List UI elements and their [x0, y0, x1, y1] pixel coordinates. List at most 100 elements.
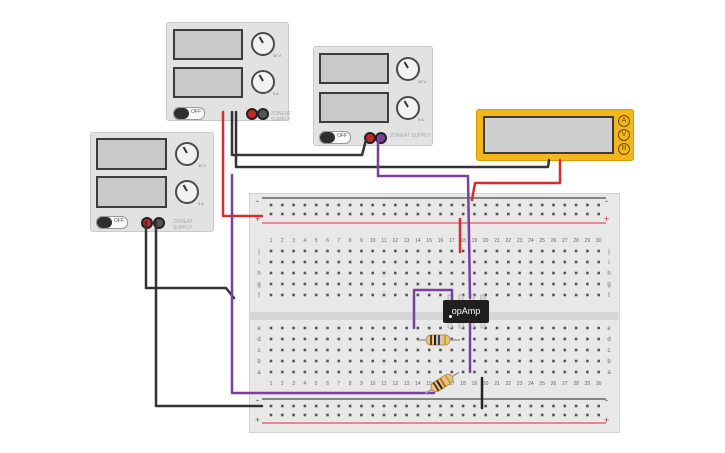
hole — [326, 370, 329, 374]
rail-hole — [461, 203, 465, 207]
power-toggle-icon[interactable]: OFF — [96, 216, 128, 229]
voltage-knob-icon[interactable] — [251, 32, 275, 56]
current-knob-icon[interactable] — [251, 70, 275, 94]
rail-hole — [450, 413, 454, 417]
rail-hole — [382, 203, 386, 207]
power-supply-left[interactable]: 30 V 5 A OFF ZONEAT SUPPLY — [90, 132, 214, 232]
hole — [473, 293, 476, 297]
hole — [529, 359, 533, 363]
power-toggle-icon[interactable]: OFF — [319, 131, 351, 144]
hole — [461, 337, 465, 341]
ammeter-mode-button[interactable]: A — [618, 115, 630, 127]
black-jack-icon[interactable] — [257, 108, 269, 120]
hole — [303, 249, 307, 253]
column-number-bottom: 9 — [360, 381, 363, 387]
hole — [540, 348, 544, 352]
row-letter-left: e — [257, 326, 261, 332]
hole — [507, 282, 510, 286]
current-knob-icon[interactable] — [175, 180, 199, 204]
hole — [552, 282, 555, 286]
hole — [337, 359, 341, 363]
bottom-rail-minus-left: - — [256, 395, 259, 405]
column-number-top: 4 — [304, 238, 307, 244]
current-knob-icon[interactable] — [396, 96, 420, 120]
rail-hole — [416, 212, 420, 216]
row-letter-right: f — [608, 293, 610, 299]
hole — [597, 337, 600, 341]
hole — [552, 370, 555, 374]
hole — [473, 249, 476, 253]
wire-black-left-psu-a[interactable] — [144, 220, 236, 300]
hole — [303, 326, 307, 330]
hole — [450, 359, 454, 363]
power-supply-middle[interactable]: 30 V 5 A OFF ZONEAT SUPPLY — [313, 46, 433, 146]
wire-red-top-psu[interactable] — [221, 110, 264, 218]
row-letter-right: c — [608, 348, 611, 354]
wire-black-to-multimeter[interactable] — [234, 110, 551, 169]
hole — [529, 260, 533, 264]
column-number-top: 12 — [393, 238, 399, 244]
hole — [382, 337, 386, 341]
power-toggle-icon[interactable]: OFF — [173, 107, 205, 120]
column-number-top: 28 — [573, 238, 579, 244]
resistor-icon[interactable] — [422, 368, 461, 398]
wire-purple-middle-psu[interactable] — [376, 138, 472, 300]
hole — [529, 326, 533, 330]
voltage-knob-icon[interactable] — [175, 142, 199, 166]
column-number-top: 24 — [528, 238, 534, 244]
wire-black-top-to-middle[interactable] — [230, 110, 368, 157]
hole — [382, 293, 386, 297]
hole — [529, 348, 533, 352]
resistor-icon[interactable] — [418, 334, 460, 346]
hole — [540, 282, 544, 286]
voltmeter-mode-button[interactable]: V — [618, 129, 630, 141]
hole — [484, 260, 487, 264]
hole — [450, 260, 454, 264]
row-letter-right: i — [608, 260, 609, 266]
hole — [552, 293, 555, 297]
hole — [507, 249, 510, 253]
hole — [427, 293, 431, 297]
rail-hole — [518, 212, 521, 216]
hole — [473, 359, 476, 363]
rail-hole — [450, 203, 454, 207]
hole — [281, 260, 284, 264]
opamp-chip[interactable]: opAmp — [443, 300, 489, 323]
voltage-display — [319, 53, 389, 84]
column-number-bottom: 30 — [596, 381, 602, 387]
hole — [495, 370, 499, 374]
rail-hole — [360, 212, 363, 216]
hole — [518, 282, 521, 286]
rail-hole — [416, 413, 420, 417]
row-letter-left: i — [258, 260, 259, 266]
top-rail-plus-left: + — [255, 214, 261, 224]
wire-red-multimeter[interactable] — [470, 158, 562, 202]
hole — [597, 260, 600, 264]
hole — [269, 282, 273, 286]
wire-purple-short[interactable] — [412, 288, 454, 330]
rail-hole — [405, 212, 408, 216]
rail-hole — [371, 203, 374, 207]
column-number-top: 29 — [585, 238, 591, 244]
hole — [281, 282, 284, 286]
wire-black-left-psu-b[interactable] — [154, 220, 264, 408]
hole — [394, 359, 397, 363]
hole — [540, 249, 544, 253]
multimeter[interactable]: A V R — [476, 109, 634, 161]
hole — [597, 359, 600, 363]
column-number-bottom: 3 — [292, 381, 295, 387]
hole — [574, 326, 578, 330]
wire-purple-long[interactable] — [230, 173, 436, 395]
hole — [484, 337, 487, 341]
hole — [348, 326, 352, 330]
voltage-knob-icon[interactable] — [396, 57, 420, 81]
rail-hole — [540, 413, 544, 417]
rail-hole — [360, 203, 363, 207]
hole — [427, 326, 431, 330]
rail-hole — [348, 212, 352, 216]
power-supply-top[interactable]: 30 V 5 A OFF ZONEAT SUPPLY — [166, 22, 291, 123]
rail-hole — [507, 212, 510, 216]
ohmmeter-mode-button[interactable]: R — [618, 143, 630, 155]
hole — [484, 282, 487, 286]
rail-hole — [518, 413, 521, 417]
